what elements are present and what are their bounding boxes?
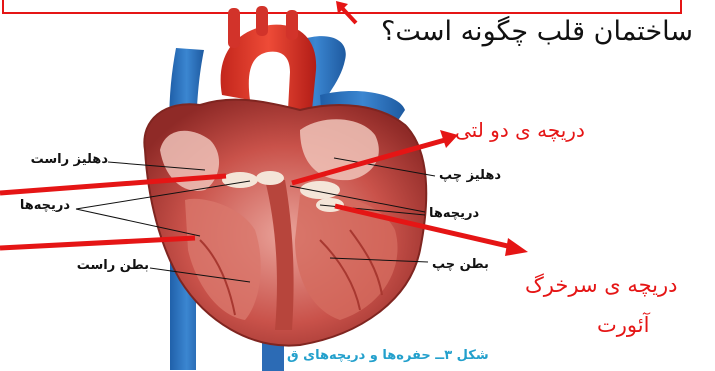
aortic-branch-1 [228, 8, 240, 48]
figure-caption: شکل ۳ــ حفره‌ها و دریچه‌های ق [287, 348, 489, 363]
annotation-bicuspid-valve: دریچه ی دو لتی [455, 118, 585, 142]
aortic-branch-2 [256, 6, 268, 36]
label-right-atrium: دهلیز راست [31, 152, 108, 167]
label-right-ventricle: بطن راست [77, 258, 149, 273]
valve-mitral [300, 181, 340, 199]
valve-tricuspid [222, 172, 258, 188]
label-left-atrium: دهلیز چپ [439, 168, 501, 183]
label-valves-right: دریچه‌ها [429, 206, 479, 221]
slide-question: ساختمان قلب چگونه است؟ [381, 16, 693, 47]
label-valves-left: دریچه‌ها [20, 198, 70, 213]
red-arrow-to-box [342, 8, 356, 23]
label-left-ventricle: بطن چپ [432, 257, 489, 272]
aortic-branch-3 [286, 10, 298, 40]
annotation-aortic-valve-line2: آئورت [597, 313, 649, 337]
annotation-aortic-valve-line1: دریچه ی سرخرگ [525, 273, 678, 297]
red-arrow-aortic-head [505, 238, 528, 256]
valve-pulmonary [256, 171, 284, 185]
